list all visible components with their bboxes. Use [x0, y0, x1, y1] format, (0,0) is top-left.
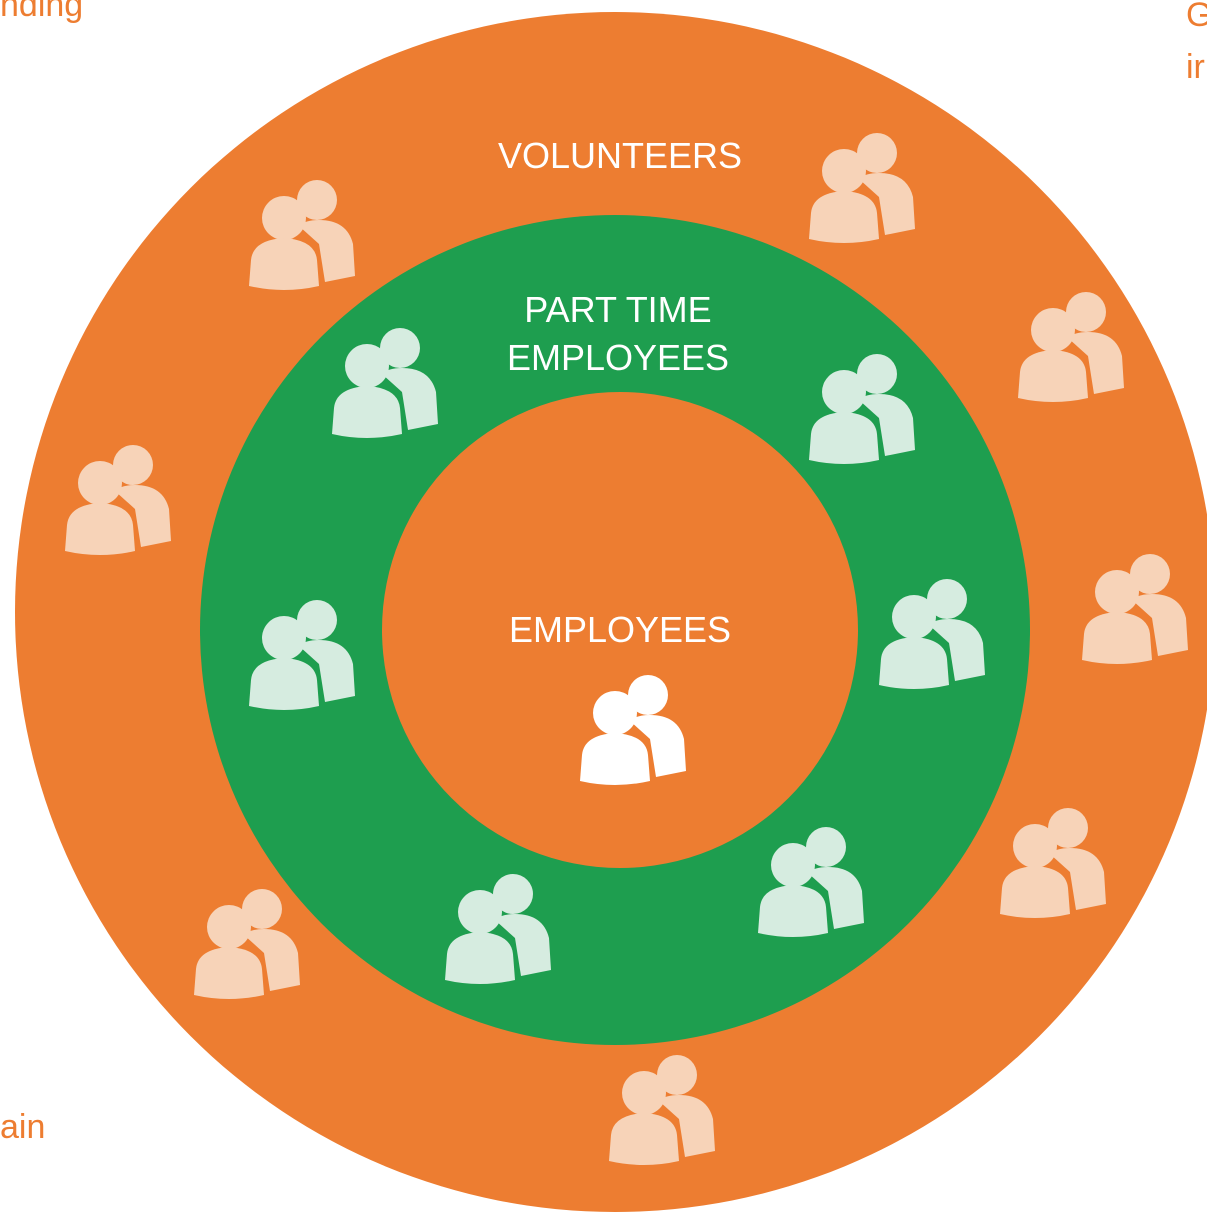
volunteers-label: VOLUNTEERS: [498, 135, 742, 176]
employees-label: EMPLOYEES: [509, 609, 731, 650]
edge-text-top-right-1: G: [1186, 0, 1207, 34]
edge-text-top-right-2: ir: [1186, 48, 1205, 86]
edge-text-top-left: nding: [0, 0, 83, 24]
part-time-label-line2: EMPLOYEES: [507, 337, 729, 378]
edge-text-bottom-left: ain: [0, 1108, 45, 1146]
employees-circle: [382, 392, 858, 868]
part-time-label-line1: PART TIME: [524, 289, 711, 330]
